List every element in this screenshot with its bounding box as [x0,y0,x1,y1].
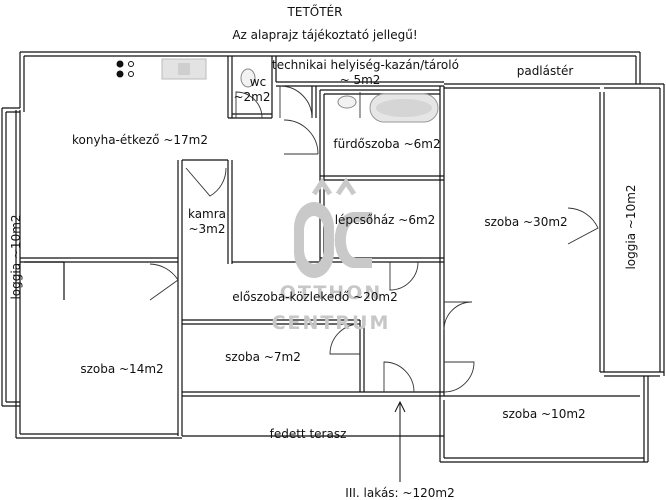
room-padlaster-label: padlástér [516,64,574,78]
wall-center-right [439,86,640,397]
wall-kitchen-lower [20,160,183,263]
door-hall-right [443,301,473,331]
room-szoba14-label: szoba ~14m2 [80,362,164,376]
door-swings [149,85,599,393]
room-loggia-right-label: loggia ~10m2 [624,184,638,270]
door-szoba14 [149,263,179,301]
door-szoba7 [329,323,361,355]
room-wc-area: ~2m2 [233,90,271,104]
fixtures [116,58,439,123]
wall-bottom-left [16,433,182,439]
wall-right-30 [599,92,605,372]
watermark-brand-otthon: OTTHON [279,282,383,304]
apartment-total-label: III. lakás: ~120m2 [345,486,455,500]
wall-bottom-right [439,396,648,463]
room-szoba7-label: szoba ~7m2 [225,350,301,364]
entry-arrow [394,400,406,482]
room-kamra-area: ~3m2 [188,222,226,236]
door-stairs [389,261,419,291]
room-lepcsohaz-label: lépcsőház ~6m2 [334,213,436,227]
stove-burner-icon [128,61,134,67]
wall-right-room [643,376,649,462]
outer-wall-top-left [20,51,640,57]
kitchen-sink-basin [178,63,190,75]
room-konyha-label: konyha-étkező ~17m2 [72,133,208,147]
bathtub-inner [376,99,432,117]
walls [1,51,665,463]
loggia-right-wall [600,83,665,377]
wall-wc [227,56,277,119]
page-subtitle: Az alaprajz tájékoztató jellegű! [232,28,418,42]
washbasin-icon [337,95,357,109]
door-kamra [185,167,227,197]
room-wc-name: wc [249,75,267,89]
room-loggia-left-label: loggia ~10m2 [9,214,23,300]
door-technikai [279,85,313,119]
room-kamra-name: kamra [187,207,227,221]
room-technikai-area: ~ 5m2 [339,73,381,87]
stove-burner-icon [116,60,124,68]
stove-burner-icon [128,71,134,77]
wall-left-main [15,110,21,438]
wall-kitchen-right [182,159,233,264]
room-terasz-label: fedett terasz [269,427,347,441]
page-title: TETŐTÉR [287,5,343,19]
wall-szoba14 [20,261,183,436]
wall-szoba7 [182,319,444,397]
room-szoba30-label: szoba ~30m2 [484,215,568,229]
door-szoba10 [443,361,475,393]
door-wc [235,91,263,119]
door-kitchen [283,119,319,155]
door-hall-bottom [383,361,415,393]
room-technikai-label: technikai helyiség-kazán/tároló [272,58,459,72]
loggia-left-wall [1,107,20,407]
stove-burner-icon [116,70,124,78]
room-eloszoba-label: előszoba-közlekedő ~20m2 [232,290,398,304]
door-szoba30 [567,207,599,245]
watermark-brand-centrum: CENTRUM [271,312,391,334]
outer-wall-left-kitchen [19,52,25,112]
room-furdoszoba-label: fürdőszoba ~6m2 [333,137,441,151]
wall-padlaster [444,83,600,89]
wall-technikai [276,81,444,118]
wall-right-outer [635,52,641,84]
room-szoba10-label: szoba ~10m2 [502,407,586,421]
watermark-logo-icon [294,177,372,278]
toilet-icon [240,68,256,88]
